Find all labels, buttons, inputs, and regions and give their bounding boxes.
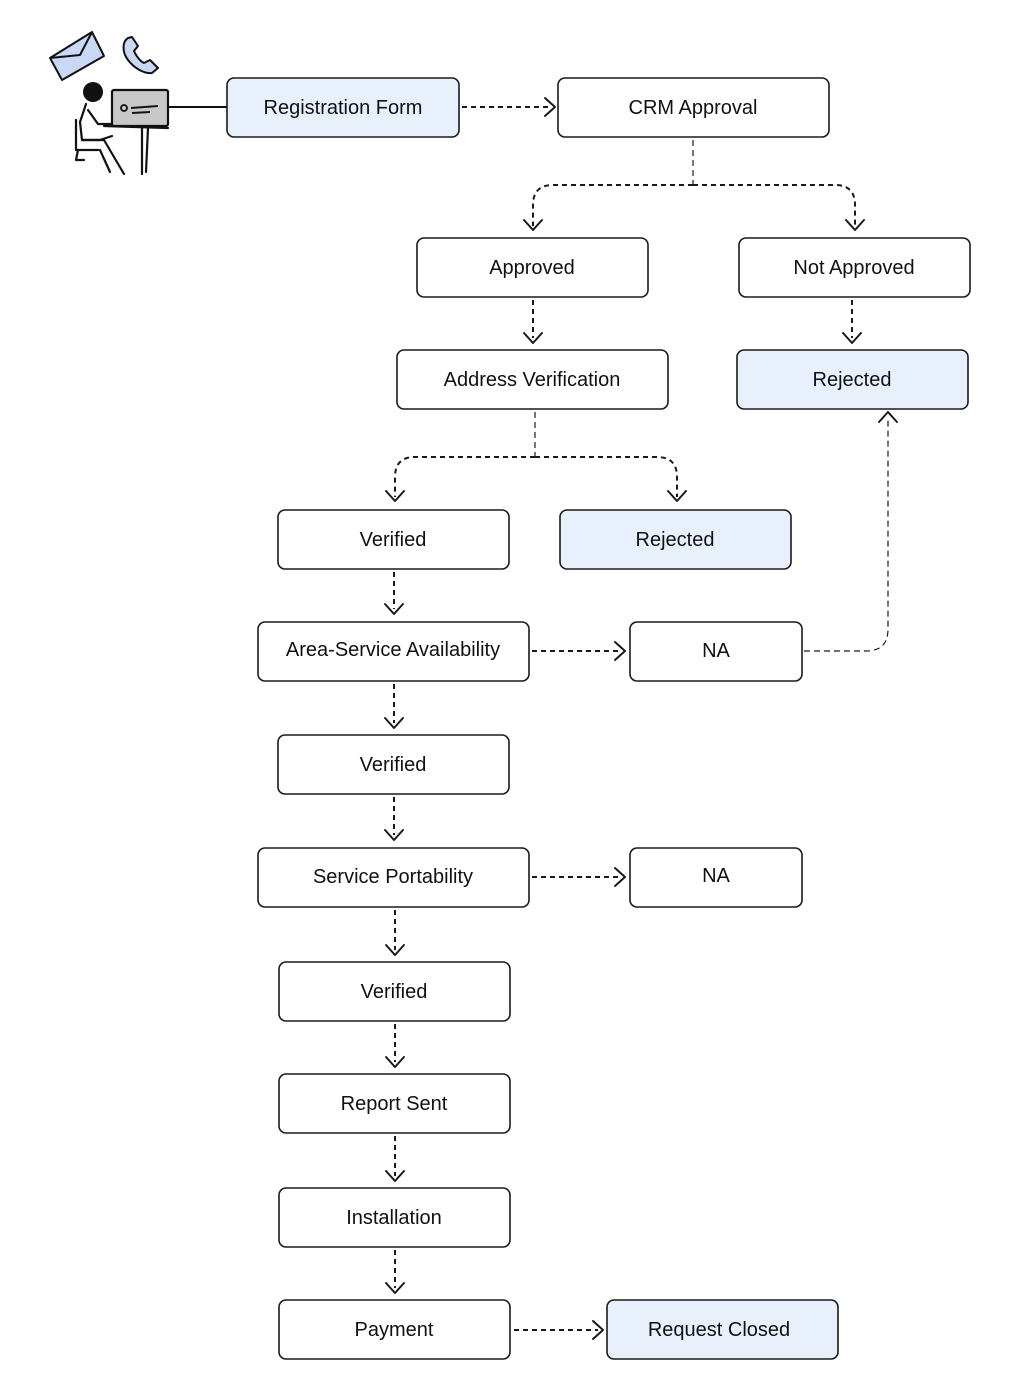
node-crm-approval: CRM Approval: [557, 77, 830, 138]
node-label: Verified: [360, 529, 427, 551]
node-verified-area: Verified: [277, 734, 510, 795]
node-rejected-address: Rejected: [559, 509, 792, 570]
person-at-computer-icon: [74, 82, 227, 176]
node-na-portability: NA: [629, 847, 803, 908]
node-label: CRM Approval: [629, 97, 758, 119]
node-label: Rejected: [813, 369, 892, 391]
node-label: NA: [702, 865, 730, 887]
node-report-sent: Report Sent: [278, 1073, 511, 1134]
node-address-verification: Address Verification: [396, 349, 669, 410]
node-label: Payment: [355, 1319, 434, 1341]
node-label: Rejected: [636, 529, 715, 551]
node-registration-form: Registration Form: [226, 77, 460, 138]
node-label: Verified: [361, 981, 428, 1003]
node-request-closed: Request Closed: [606, 1299, 839, 1360]
node-na-area: NA: [629, 621, 803, 682]
node-label: Registration Form: [264, 97, 423, 119]
user-icon-group: [49, 31, 227, 176]
node-label: Not Approved: [793, 257, 914, 279]
node-verified-address: Verified: [277, 509, 510, 570]
node-installation: Installation: [278, 1187, 511, 1248]
node-service-portability: Service Portability: [257, 847, 530, 908]
node-area-service-availability: Area-Service Availability: [257, 621, 530, 682]
node-label: Verified: [360, 754, 427, 776]
node-label: Report Sent: [341, 1093, 448, 1115]
node-rejected-top: Rejected: [736, 349, 969, 410]
node-payment: Payment: [278, 1299, 511, 1360]
node-verified-portability: Verified: [278, 961, 511, 1022]
node-label: Address Verification: [444, 369, 621, 391]
edges: [384, 97, 898, 1340]
node-label: Installation: [346, 1207, 442, 1229]
node-label: Area-Service Availability: [286, 639, 500, 661]
phone-icon: [122, 36, 159, 75]
node-approved: Approved: [416, 237, 649, 298]
node-label: NA: [702, 640, 730, 662]
node-label: Approved: [489, 257, 575, 279]
envelope-icon: [49, 31, 105, 81]
node-label: Request Closed: [648, 1319, 790, 1341]
node-label: Service Portability: [313, 866, 473, 888]
node-not-approved: Not Approved: [738, 237, 971, 298]
